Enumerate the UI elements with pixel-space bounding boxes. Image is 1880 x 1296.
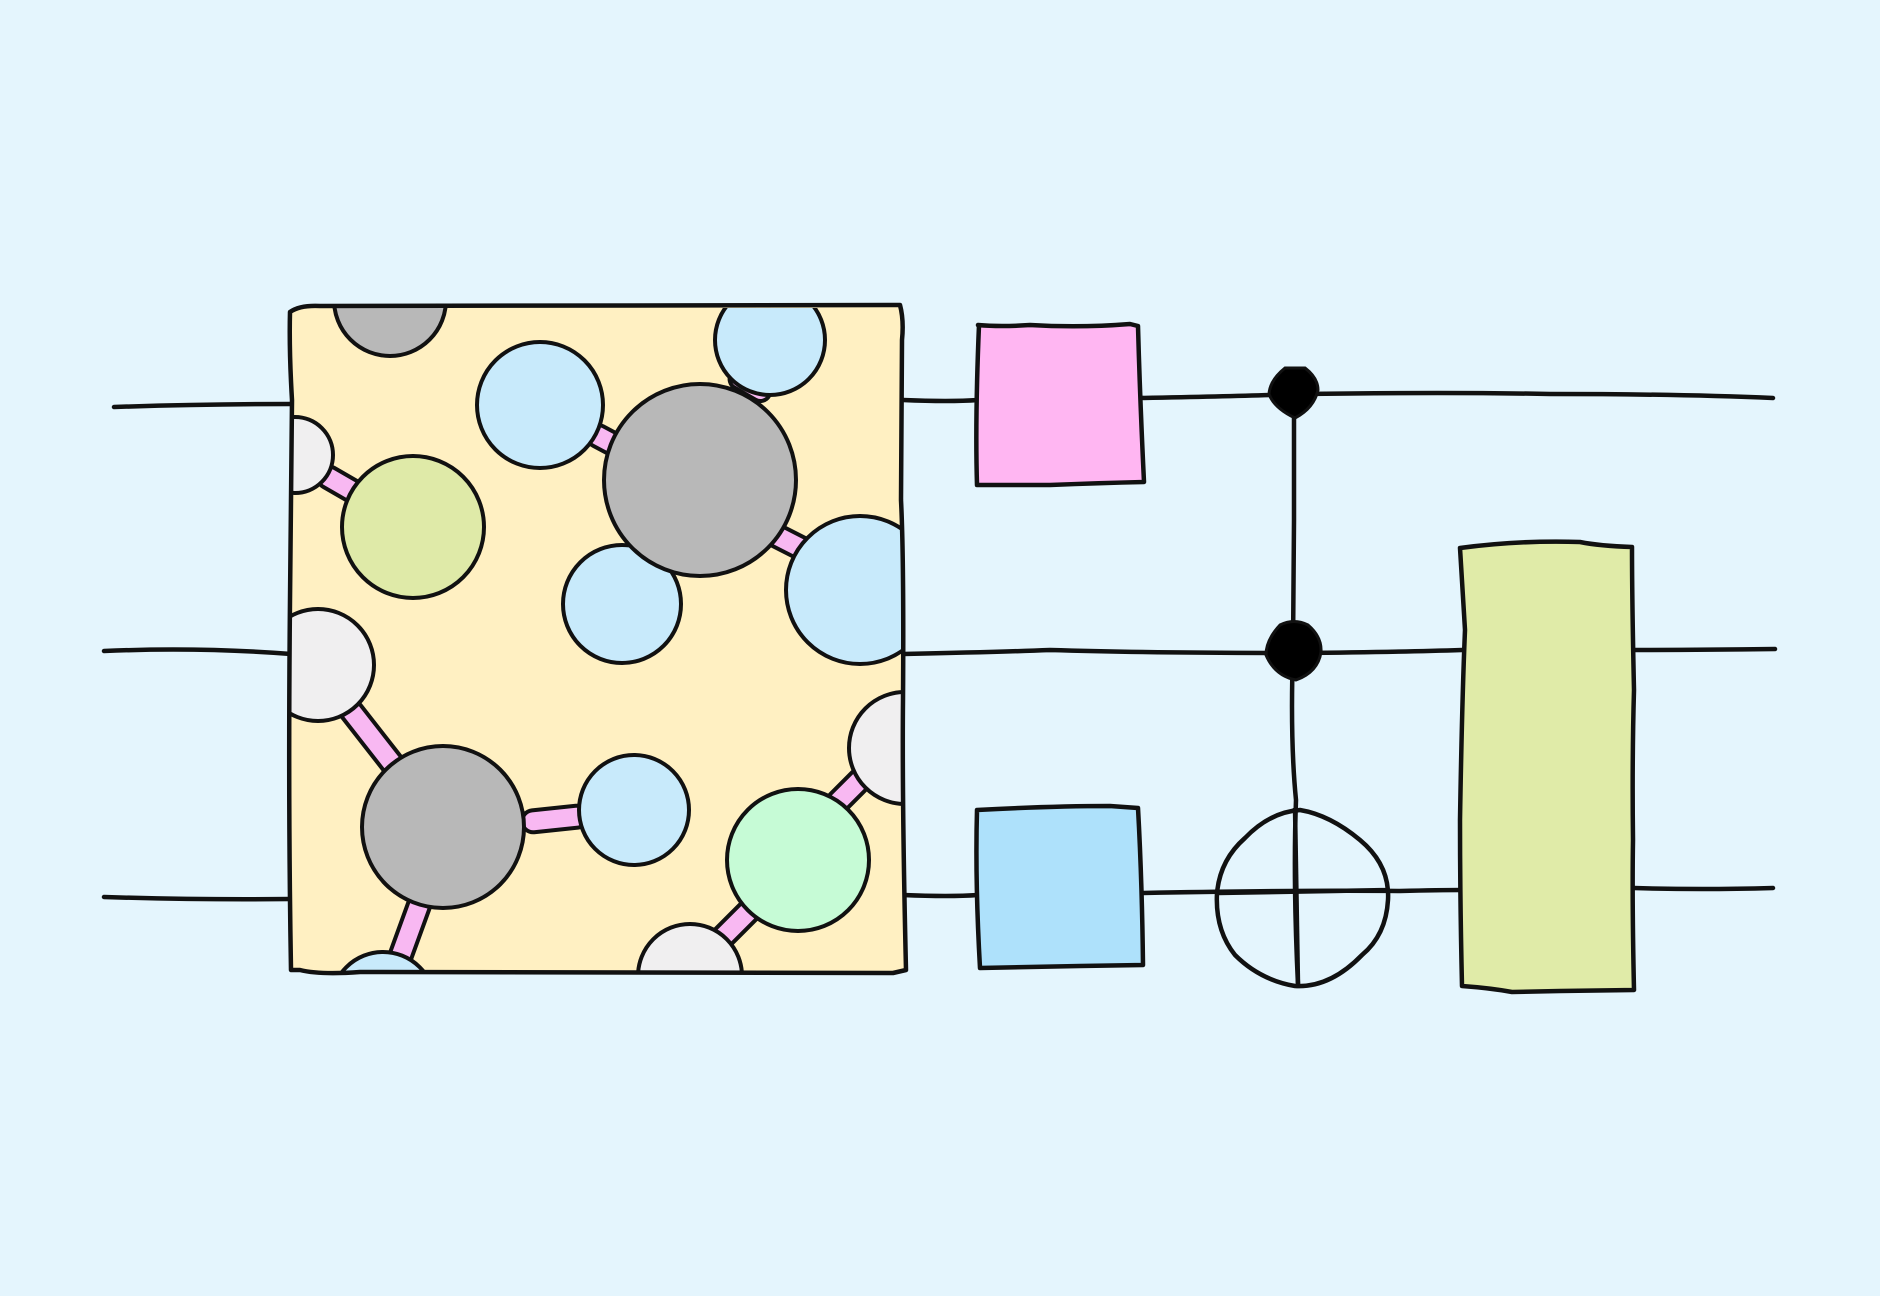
atom-mint <box>725 787 871 933</box>
atom-white <box>847 690 903 806</box>
wires <box>101 390 1778 902</box>
atom-blue <box>561 543 683 665</box>
molecule-block <box>286 302 909 976</box>
atom-blue <box>475 340 605 470</box>
wire-2-right <box>900 647 1465 657</box>
wire-1-left <box>111 401 294 410</box>
wire-3-mid <box>900 892 981 899</box>
toffoli-gate <box>1214 366 1391 989</box>
wire-3-left <box>101 894 294 902</box>
atom-gray <box>332 308 448 358</box>
atom-white <box>291 607 376 723</box>
wire-2-far <box>1631 646 1778 653</box>
gates <box>974 321 1637 995</box>
control-dot-1 <box>1267 366 1320 420</box>
wire-3-far <box>1631 885 1776 892</box>
molecule-block-border <box>286 302 909 976</box>
molecule-icon <box>291 308 903 972</box>
gate-pink <box>974 321 1147 488</box>
atom-gray <box>360 744 526 910</box>
wire-1-mid <box>900 397 981 404</box>
atom-white <box>291 415 335 495</box>
atom-blue <box>339 950 427 972</box>
target-vertical <box>1292 807 1301 986</box>
atom-blue <box>784 514 903 666</box>
control-dot-2 <box>1264 620 1323 682</box>
wire-1-right <box>1137 390 1776 401</box>
wire-2-left <box>101 647 294 657</box>
atom-green <box>340 454 486 600</box>
atom-white <box>636 922 744 972</box>
atom-blue <box>713 308 827 397</box>
atom-gray <box>602 382 798 578</box>
gate-green-multi-qubit <box>1457 539 1637 995</box>
atom-blue <box>577 753 691 867</box>
target-plus-icon <box>1214 807 1391 989</box>
gate-blue <box>974 803 1146 971</box>
